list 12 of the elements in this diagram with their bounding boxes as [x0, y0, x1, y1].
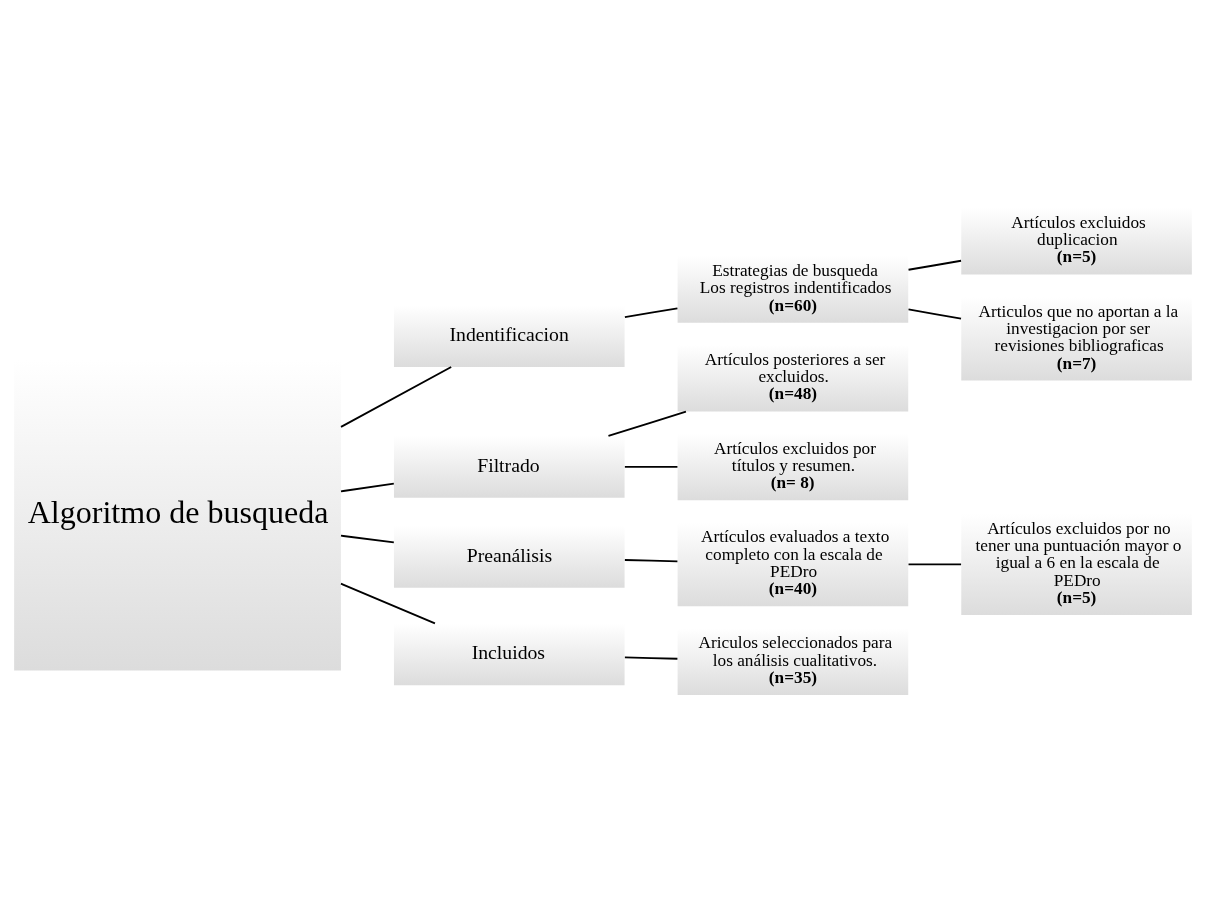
connector	[623, 559, 679, 563]
connector	[907, 563, 962, 566]
connector	[340, 582, 436, 625]
connector	[623, 466, 679, 468]
connector	[340, 482, 395, 493]
connector	[340, 534, 395, 544]
connector	[907, 259, 962, 271]
connector	[623, 656, 679, 660]
connector	[907, 308, 962, 320]
connector	[340, 366, 453, 428]
connector	[607, 410, 687, 437]
connector	[623, 307, 679, 319]
